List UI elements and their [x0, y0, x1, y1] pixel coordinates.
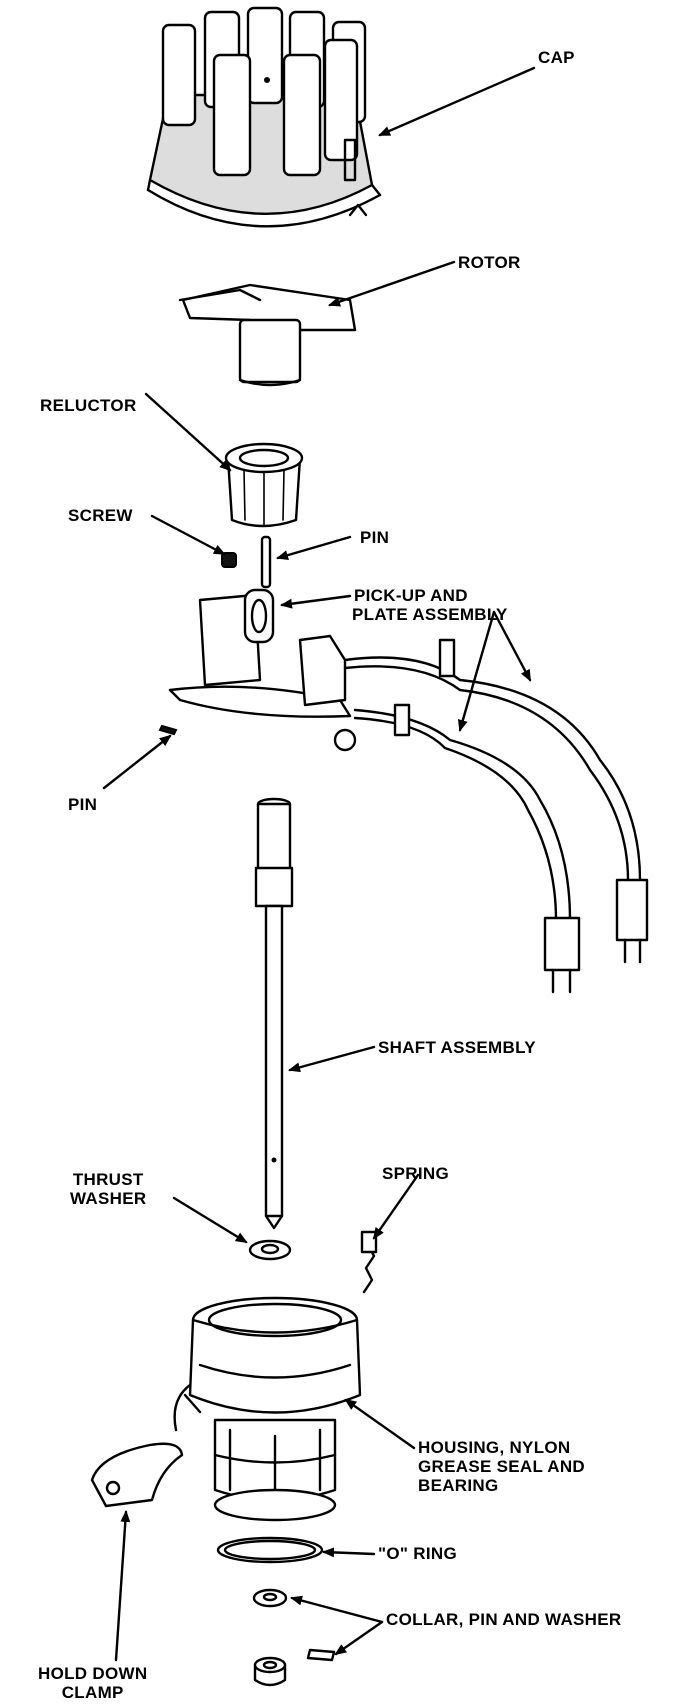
- label-shaft-assembly: SHAFT ASSEMBLY: [378, 1038, 536, 1057]
- pickup-plate-assembly: [168, 588, 649, 994]
- thrust-washer-part: [248, 1239, 292, 1261]
- label-thrust-line2: WASHER: [70, 1189, 147, 1208]
- hold-down-clamp-part: [90, 1442, 184, 1508]
- leader-lines: [102, 66, 536, 1662]
- label-pickup-line2: PLATE ASSEMBLY: [352, 605, 508, 624]
- label-pin-top: PIN: [360, 528, 390, 547]
- label-pickup-plate-assembly: PICK-UP AND PLATE ASSEMBLY: [352, 586, 508, 624]
- housing-part: [173, 1296, 362, 1522]
- label-screw: SCREW: [68, 506, 133, 525]
- label-housing-line3: BEARING: [418, 1476, 499, 1495]
- label-pickup-line1: PICK-UP AND: [354, 586, 468, 605]
- pin-part-left: [158, 724, 178, 736]
- shaft-assembly-part: [254, 797, 294, 1230]
- collar-pin-washer-part: [252, 1588, 336, 1687]
- label-cap: CAP: [538, 48, 575, 67]
- label-hold-down-clamp: HOLD DOWN CLAMP: [38, 1664, 147, 1702]
- label-thrust-washer: THRUST WASHER: [70, 1170, 146, 1208]
- label-o-ring: "O" RING: [378, 1544, 457, 1563]
- label-housing-line2: GREASE SEAL AND: [418, 1457, 585, 1476]
- label-housing-line1: HOUSING, NYLON: [418, 1438, 571, 1457]
- label-collar-pin-washer: COLLAR, PIN AND WASHER: [386, 1610, 622, 1629]
- cap-part: [146, 6, 382, 228]
- label-clamp-line2: CLAMP: [61, 1683, 124, 1702]
- rotor-part: [178, 283, 357, 387]
- label-housing: HOUSING, NYLON GREASE SEAL AND BEARING: [418, 1438, 585, 1495]
- pin-part-top: [260, 535, 272, 589]
- label-spring: SPRING: [382, 1164, 449, 1183]
- label-pin-left: PIN: [68, 795, 98, 814]
- o-ring-part: [216, 1536, 324, 1564]
- label-rotor: ROTOR: [458, 253, 521, 272]
- spring-part: [360, 1230, 378, 1294]
- reluctor-part: [224, 442, 304, 528]
- screw-part: [221, 552, 237, 568]
- label-reluctor: RELUCTOR: [40, 396, 137, 415]
- label-clamp-line1: HOLD DOWN: [38, 1664, 148, 1683]
- label-thrust-line1: THRUST: [72, 1170, 144, 1189]
